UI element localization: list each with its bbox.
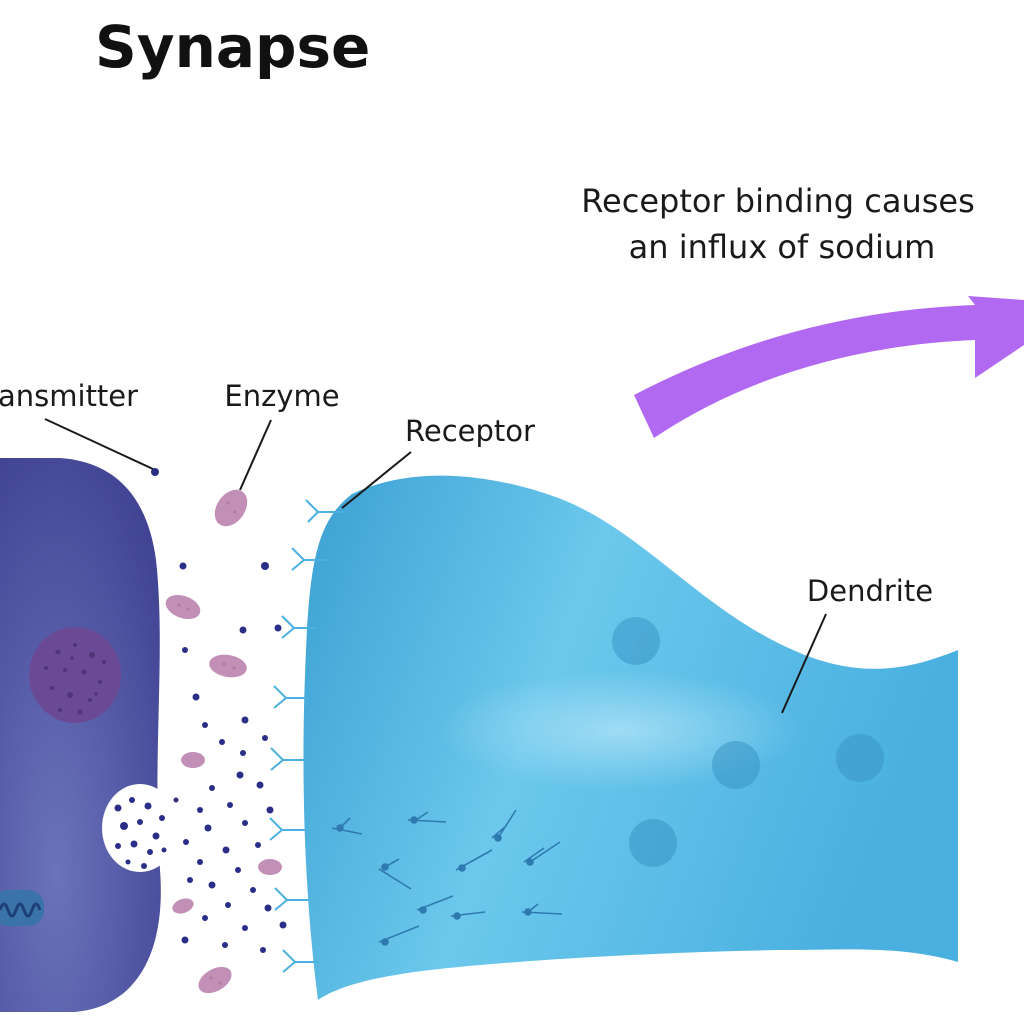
receptor-icon xyxy=(270,747,306,771)
enzyme-icon xyxy=(258,859,282,875)
receptor-icon xyxy=(291,547,328,571)
dendrite xyxy=(303,475,958,1000)
vesicle-contents xyxy=(114,797,167,869)
label-receptor: Receptor xyxy=(405,414,535,448)
membrane-receptors xyxy=(269,499,344,973)
enzyme-icon xyxy=(165,594,201,620)
axon-terminal xyxy=(0,458,178,1012)
label-dendrite: Dendrite xyxy=(807,574,933,608)
synaptic-vesicle-icon xyxy=(102,784,178,872)
dendrite-vesicles xyxy=(612,617,884,867)
leader-receptor xyxy=(341,451,412,509)
enzyme-icon xyxy=(172,898,194,914)
leader-dendrite xyxy=(781,613,827,714)
caption-line-2: an influx of sodium xyxy=(629,228,936,266)
nucleus-dots xyxy=(44,643,106,715)
receptor-icon xyxy=(269,817,305,841)
enzyme-icon xyxy=(198,966,232,994)
enzyme-icon xyxy=(209,654,247,678)
nucleus-icon xyxy=(29,627,121,723)
receptor-icon xyxy=(274,887,310,911)
mitochondrion-icon xyxy=(0,890,44,926)
receptor-icon xyxy=(305,499,344,523)
label-neurotransmitter: ansmitter xyxy=(0,379,138,413)
internal-receptor-icons xyxy=(331,809,563,946)
caption-line-1: Receptor binding causes xyxy=(581,182,975,220)
enzyme-icon xyxy=(181,752,205,768)
receptor-icon xyxy=(282,949,318,973)
leader-enzyme xyxy=(239,419,272,491)
enzyme-icon xyxy=(214,489,248,527)
label-enzyme: Enzyme xyxy=(224,379,339,413)
receptor-icon xyxy=(273,685,309,709)
neurotransmitter-icon xyxy=(151,468,159,476)
enzymes xyxy=(165,489,282,994)
receptor-icon xyxy=(281,615,316,639)
leader-neurotransmitter xyxy=(44,418,154,470)
diagram-title: Synapse xyxy=(95,13,370,81)
neurotransmitters xyxy=(151,468,287,953)
sodium-influx-arrow-icon xyxy=(634,296,1024,438)
